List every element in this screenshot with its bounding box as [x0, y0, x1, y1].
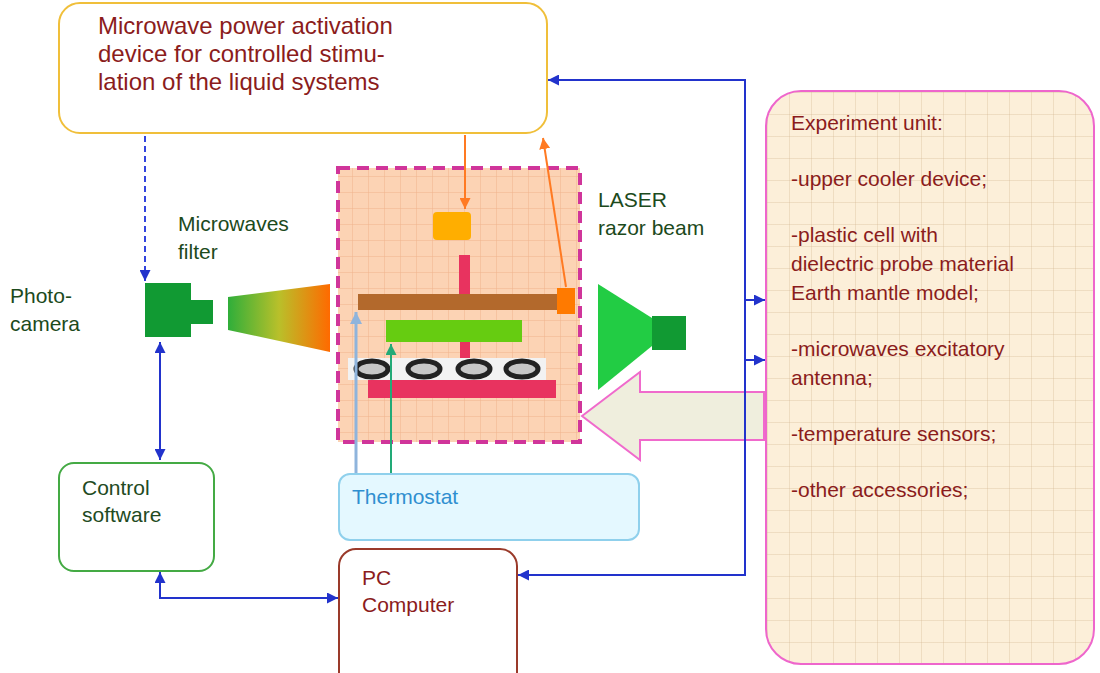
box-item: -plastic cell with dielectric probe mate…	[791, 220, 1020, 307]
box-item: -microwaves excitatory antenna;	[791, 334, 1020, 392]
sensor-feedback	[543, 138, 566, 287]
camera-body	[145, 283, 191, 337]
trigger-line	[144, 136, 146, 281]
box-item: -other accessories;	[791, 475, 1020, 504]
box-item: -upper cooler device;	[791, 164, 1020, 193]
unit-arrow	[582, 372, 764, 460]
convection-cell	[506, 361, 538, 377]
thermostat-line	[355, 312, 358, 473]
experiment-unit-panel: Experiment unit: -upper cooler device; -pl…	[765, 90, 1095, 665]
power-feed	[464, 135, 466, 209]
laser-label: LASER razor beam	[598, 186, 712, 242]
bus-wire	[744, 296, 746, 364]
box-heading: Thermostat	[352, 483, 622, 510]
antenna-stem	[459, 255, 470, 294]
pc-computer-box: PC Computer	[338, 548, 518, 673]
camera-lens	[191, 300, 213, 324]
laser-beam	[598, 284, 652, 390]
signal-connector	[160, 572, 338, 598]
activation-device-box: Microwave power activation device for co…	[58, 2, 548, 134]
control-software-box: Control software	[58, 462, 215, 572]
convection-cell	[408, 361, 440, 377]
experiment-cell	[338, 168, 580, 442]
box-heading: PC Computer	[362, 564, 462, 618]
camera-label: Photo- camera	[10, 282, 100, 338]
signal-connector	[548, 80, 765, 300]
probe-layer	[386, 320, 522, 342]
signal-connector	[518, 360, 765, 575]
box-item: -temperature sensors;	[791, 419, 1020, 448]
laser-source	[652, 316, 686, 350]
cooler-block	[433, 212, 471, 240]
convection-cell	[356, 361, 388, 377]
box-heading: Control software	[82, 474, 192, 528]
antenna-stem	[460, 342, 470, 358]
upper-plate	[358, 294, 558, 310]
convection-cell	[458, 361, 490, 377]
sensor-block	[557, 288, 575, 314]
thermostat-line	[390, 344, 392, 473]
filter-label: Microwaves filter	[178, 210, 303, 266]
heater-plate	[368, 380, 556, 398]
camera-link	[159, 342, 161, 460]
thermostat-box: Thermostat	[338, 473, 640, 541]
box-heading: Microwave power activation device for co…	[98, 12, 428, 96]
convection-strip	[348, 358, 546, 380]
box-heading: Experiment unit:	[791, 108, 1020, 137]
microwave-filter	[228, 284, 330, 352]
